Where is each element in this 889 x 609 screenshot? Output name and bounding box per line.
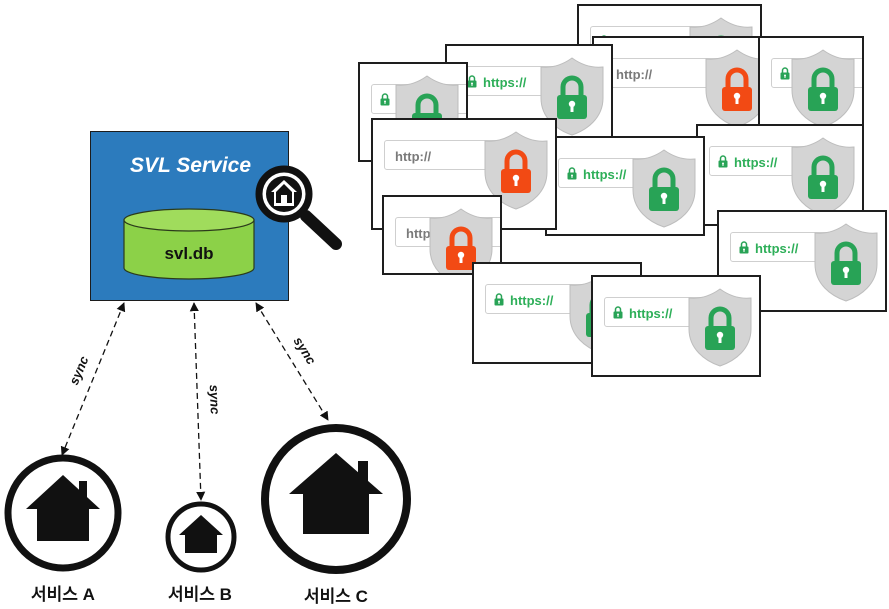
sync-label-b: sync <box>206 384 223 415</box>
url-text: https:// <box>629 306 673 321</box>
padlock-icon <box>808 155 838 199</box>
url-lock-icon <box>494 293 504 311</box>
service-a-label: 서비스 A <box>31 585 95 604</box>
url-bar: http:// <box>384 140 502 170</box>
padlock-icon <box>831 241 861 285</box>
shield-icon <box>483 130 549 210</box>
url-lock-icon <box>718 155 728 173</box>
service-title: SVL Service <box>129 154 252 177</box>
sync-line-b <box>189 302 206 501</box>
url-lock-icon <box>739 241 749 259</box>
url-lock-icon <box>613 306 623 324</box>
padlock-icon <box>557 75 587 119</box>
padlock-icon <box>722 67 752 111</box>
service-a-house-icon <box>4 454 122 572</box>
url-lock-icon <box>780 67 790 85</box>
service-b-house-icon <box>165 501 237 573</box>
browser-card: https:// <box>717 210 887 312</box>
sync-line-a <box>60 302 126 456</box>
url-lock-icon <box>567 167 577 185</box>
url-text: http:// <box>616 67 653 82</box>
url-text: https:// <box>734 155 778 170</box>
url-text: http:// <box>395 149 432 164</box>
browser-card: https:// <box>591 275 761 377</box>
url-lock-icon <box>380 93 390 111</box>
database-icon <box>123 208 255 280</box>
url-text: https:// <box>483 75 527 90</box>
shield-icon <box>428 207 494 273</box>
url-text: https:// <box>755 241 799 256</box>
shield-icon <box>790 136 856 216</box>
shield-icon <box>539 56 605 136</box>
url-text: https:// <box>583 167 627 182</box>
shield-icon <box>687 287 753 367</box>
sync-line-c <box>255 302 329 421</box>
service-c-label: 서비스 C <box>304 587 368 606</box>
database-cylinder: svl.db <box>123 208 255 280</box>
database-label: svl.db <box>164 244 214 263</box>
shield-icon <box>631 148 697 228</box>
browser-card: http:// <box>371 118 557 230</box>
service-b-label: 서비스 B <box>168 585 232 604</box>
shield-icon <box>704 48 770 128</box>
magnifier-house-icon <box>255 165 342 250</box>
padlock-icon <box>705 306 735 350</box>
browser-card: https:// <box>696 124 864 226</box>
shield-icon <box>790 48 856 126</box>
service-c-house-icon <box>261 424 411 574</box>
url-text: https:// <box>510 293 554 308</box>
browser-card: http:// <box>382 195 502 275</box>
padlock-icon <box>808 67 838 111</box>
padlock-icon <box>501 149 531 193</box>
shield-icon <box>813 222 879 302</box>
padlock-icon <box>649 167 679 211</box>
browser-card: https:// <box>545 136 705 236</box>
padlock-icon <box>446 226 476 270</box>
url-lock-icon <box>467 75 477 93</box>
browser-card: https:// <box>758 36 864 128</box>
